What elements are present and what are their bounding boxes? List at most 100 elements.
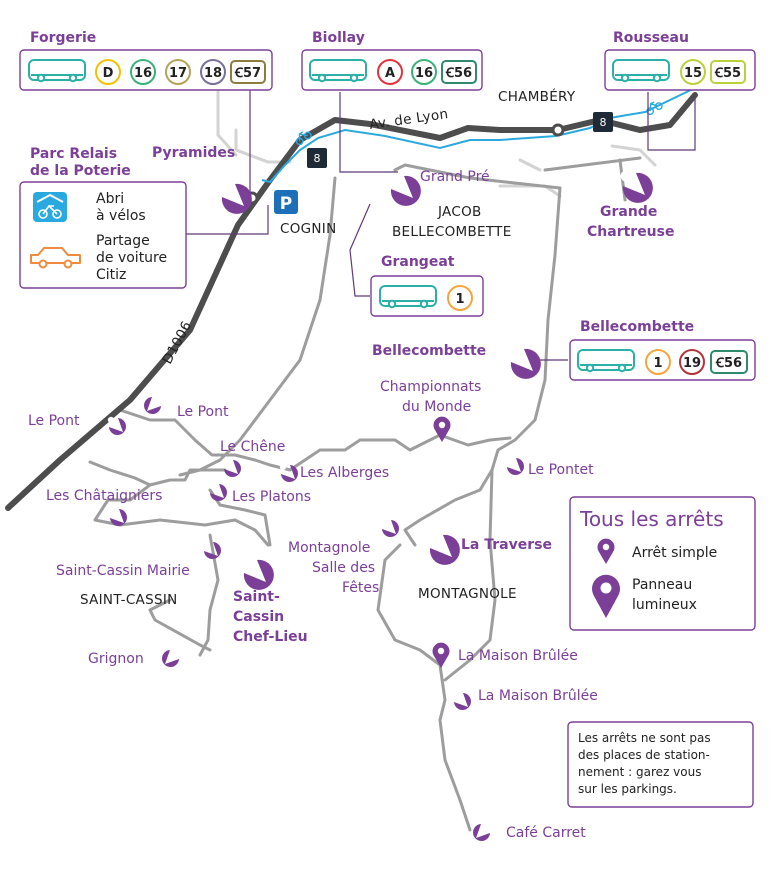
stop-les-platons[interactable]: Les Platons xyxy=(208,482,311,505)
svg-text:16: 16 xyxy=(415,66,433,81)
stop-cafe-carret[interactable]: Café Carret xyxy=(473,822,586,841)
car-label: de voiture xyxy=(96,250,167,266)
stop-bellecombette[interactable]: Bellecombette xyxy=(372,343,541,379)
stop-label: Les Platons xyxy=(232,489,311,505)
legend-panel: Panneau xyxy=(632,577,692,593)
stop-marker-icon xyxy=(380,518,399,537)
svg-text:17: 17 xyxy=(169,66,187,81)
line-badge-16[interactable]: 16 xyxy=(411,59,437,85)
stop-grand-pre[interactable]: Grand Pré xyxy=(388,169,490,206)
svg-text:1: 1 xyxy=(455,292,464,307)
place-jacob: JACOB xyxy=(437,204,482,220)
stop-grande-chartreuse[interactable]: Grande Chartreuse xyxy=(587,170,674,241)
line-badge-D[interactable]: D xyxy=(95,59,121,85)
svg-text:1: 1 xyxy=(653,356,662,371)
stop-box-rousseau[interactable]: 15 Ꞓ55 xyxy=(604,49,756,91)
road-label-d1006: D1006 xyxy=(159,319,195,367)
line-badge-A[interactable]: A xyxy=(377,59,403,85)
note-line: sur les parkings. xyxy=(578,782,677,796)
stop-box-grangeat[interactable]: 1 xyxy=(370,275,484,317)
line-badge-C55[interactable]: Ꞓ55 xyxy=(710,60,746,84)
svg-text:19: 19 xyxy=(683,356,701,371)
svg-text:D: D xyxy=(103,66,114,81)
stop-label: La Maison Brûlée xyxy=(478,688,598,704)
line-badge-1[interactable]: 1 xyxy=(447,285,473,311)
stop-le-pont-east[interactable]: Le Pont xyxy=(144,395,229,420)
svg-text:Ꞓ57: Ꞓ57 xyxy=(234,66,261,81)
stop-la-maison-brulee-north[interactable]: La Maison Brûlée xyxy=(432,642,578,668)
stop-label: Grignon xyxy=(88,651,144,667)
line-badge-1[interactable]: 1 xyxy=(645,349,671,375)
stop-saint-cassin-mairie[interactable]: Saint-Cassin Mairie xyxy=(56,540,221,579)
stop-label: Fêtes xyxy=(342,580,379,596)
parc-relais-box[interactable]: Abri à vélos Partage de voiture Citiz xyxy=(19,181,187,289)
connector-lines xyxy=(186,90,696,361)
stop-marker-icon xyxy=(473,822,492,841)
place-montagnole: MONTAGNOLE xyxy=(418,586,517,602)
stop-grignon[interactable]: Grignon xyxy=(88,648,181,667)
stop-label: Saint-Cassin Mairie xyxy=(56,563,190,579)
svg-text:Ꞓ56: Ꞓ56 xyxy=(445,66,472,81)
stop-box-bellecombette[interactable]: 1 19 Ꞓ56 xyxy=(569,339,756,381)
bike-label: à vélos xyxy=(96,208,146,224)
parking-note: Les arrêts ne sont pas des places de sta… xyxy=(567,721,754,808)
stop-le-chene[interactable]: Le Chêne xyxy=(220,439,285,477)
line-badge-19[interactable]: 19 xyxy=(679,349,705,375)
large-stop-marker-icon xyxy=(219,181,252,214)
svg-text:8: 8 xyxy=(314,152,321,165)
stop-marker-icon xyxy=(144,395,163,414)
large-stop-marker-icon xyxy=(508,346,541,379)
stop-label: Grand Pré xyxy=(420,169,490,185)
parc-relais-title: Parc Relais xyxy=(30,146,117,162)
stop-montagnole-salle-des-fetes[interactable]: Montagnole Salle des Fêtes xyxy=(288,518,399,596)
large-stop-marker-icon xyxy=(427,532,460,565)
line-badge-16[interactable]: 16 xyxy=(130,59,156,85)
stop-marker-icon xyxy=(432,642,450,668)
svg-text:15: 15 xyxy=(684,66,702,81)
stop-label: Bellecombette xyxy=(372,343,486,359)
line-badge-15[interactable]: 15 xyxy=(680,59,706,85)
stop-label: Le Pont xyxy=(28,413,80,429)
svg-text:18: 18 xyxy=(204,66,222,81)
stop-box-title-biollay: Biollay xyxy=(312,30,365,46)
parking-sign: P xyxy=(274,190,298,214)
stop-saint-cassin-chef-lieu[interactable]: Saint- Cassin Chef-Lieu xyxy=(233,557,308,646)
stop-la-maison-brulee-south[interactable]: La Maison Brûlée xyxy=(452,688,598,710)
svg-text:Ꞓ56: Ꞓ56 xyxy=(715,356,742,371)
place-bellecombette-area: BELLECOMBETTE xyxy=(392,224,512,240)
line-badge-C56[interactable]: Ꞓ56 xyxy=(441,60,477,84)
stop-label: Chef-Lieu xyxy=(233,629,308,645)
car-sharing-icon xyxy=(30,247,81,269)
large-stop-marker-icon xyxy=(388,173,421,206)
line-badge-C56[interactable]: Ꞓ56 xyxy=(710,350,748,374)
stop-box-forgerie[interactable]: D 16 17 18 Ꞓ57 xyxy=(19,49,273,91)
stop-les-alberges[interactable]: Les Alberges xyxy=(279,463,389,482)
line-badge-18[interactable]: 18 xyxy=(200,59,226,85)
stop-pyramides[interactable]: Pyramides xyxy=(152,145,252,214)
svg-text:A: A xyxy=(385,66,395,81)
stop-box-title-rousseau: Rousseau xyxy=(613,30,689,46)
place-chambery: CHAMBÉRY xyxy=(498,88,576,105)
stop-les-chataigniers[interactable]: Les Châtaigniers xyxy=(46,488,162,526)
stop-la-traverse[interactable]: La Traverse xyxy=(427,532,552,565)
bike-label: Abri xyxy=(96,191,124,207)
legend-box: Tous les arrêts Arrêt simple Panneau lum… xyxy=(569,496,756,631)
line-badge-C57[interactable]: Ꞓ57 xyxy=(230,60,266,84)
stop-le-pontet[interactable]: Le Pontet xyxy=(505,456,594,478)
stop-label: du Monde xyxy=(402,399,471,415)
line-badge-17[interactable]: 17 xyxy=(165,59,191,85)
stop-box-title-grangeat: Grangeat xyxy=(381,254,455,270)
note-line: des places de station- xyxy=(578,748,710,762)
place-saint-cassin: SAINT-CASSIN xyxy=(80,592,178,608)
stop-label: Le Pontet xyxy=(528,462,594,478)
stop-championnats-du-monde[interactable]: Championnats du Monde xyxy=(380,379,481,442)
stop-label: Saint- xyxy=(233,589,280,605)
stop-label: Le Chêne xyxy=(220,439,285,455)
note-line: Les arrêts ne sont pas xyxy=(578,731,711,745)
stop-label: Cassin xyxy=(233,609,284,625)
stop-box-title-bellecombette: Bellecombette xyxy=(580,319,694,335)
stop-box-biollay[interactable]: A 16 Ꞓ56 xyxy=(301,49,483,91)
stop-le-pont-west[interactable]: Le Pont xyxy=(28,413,126,435)
stop-label: Montagnole xyxy=(288,540,370,556)
